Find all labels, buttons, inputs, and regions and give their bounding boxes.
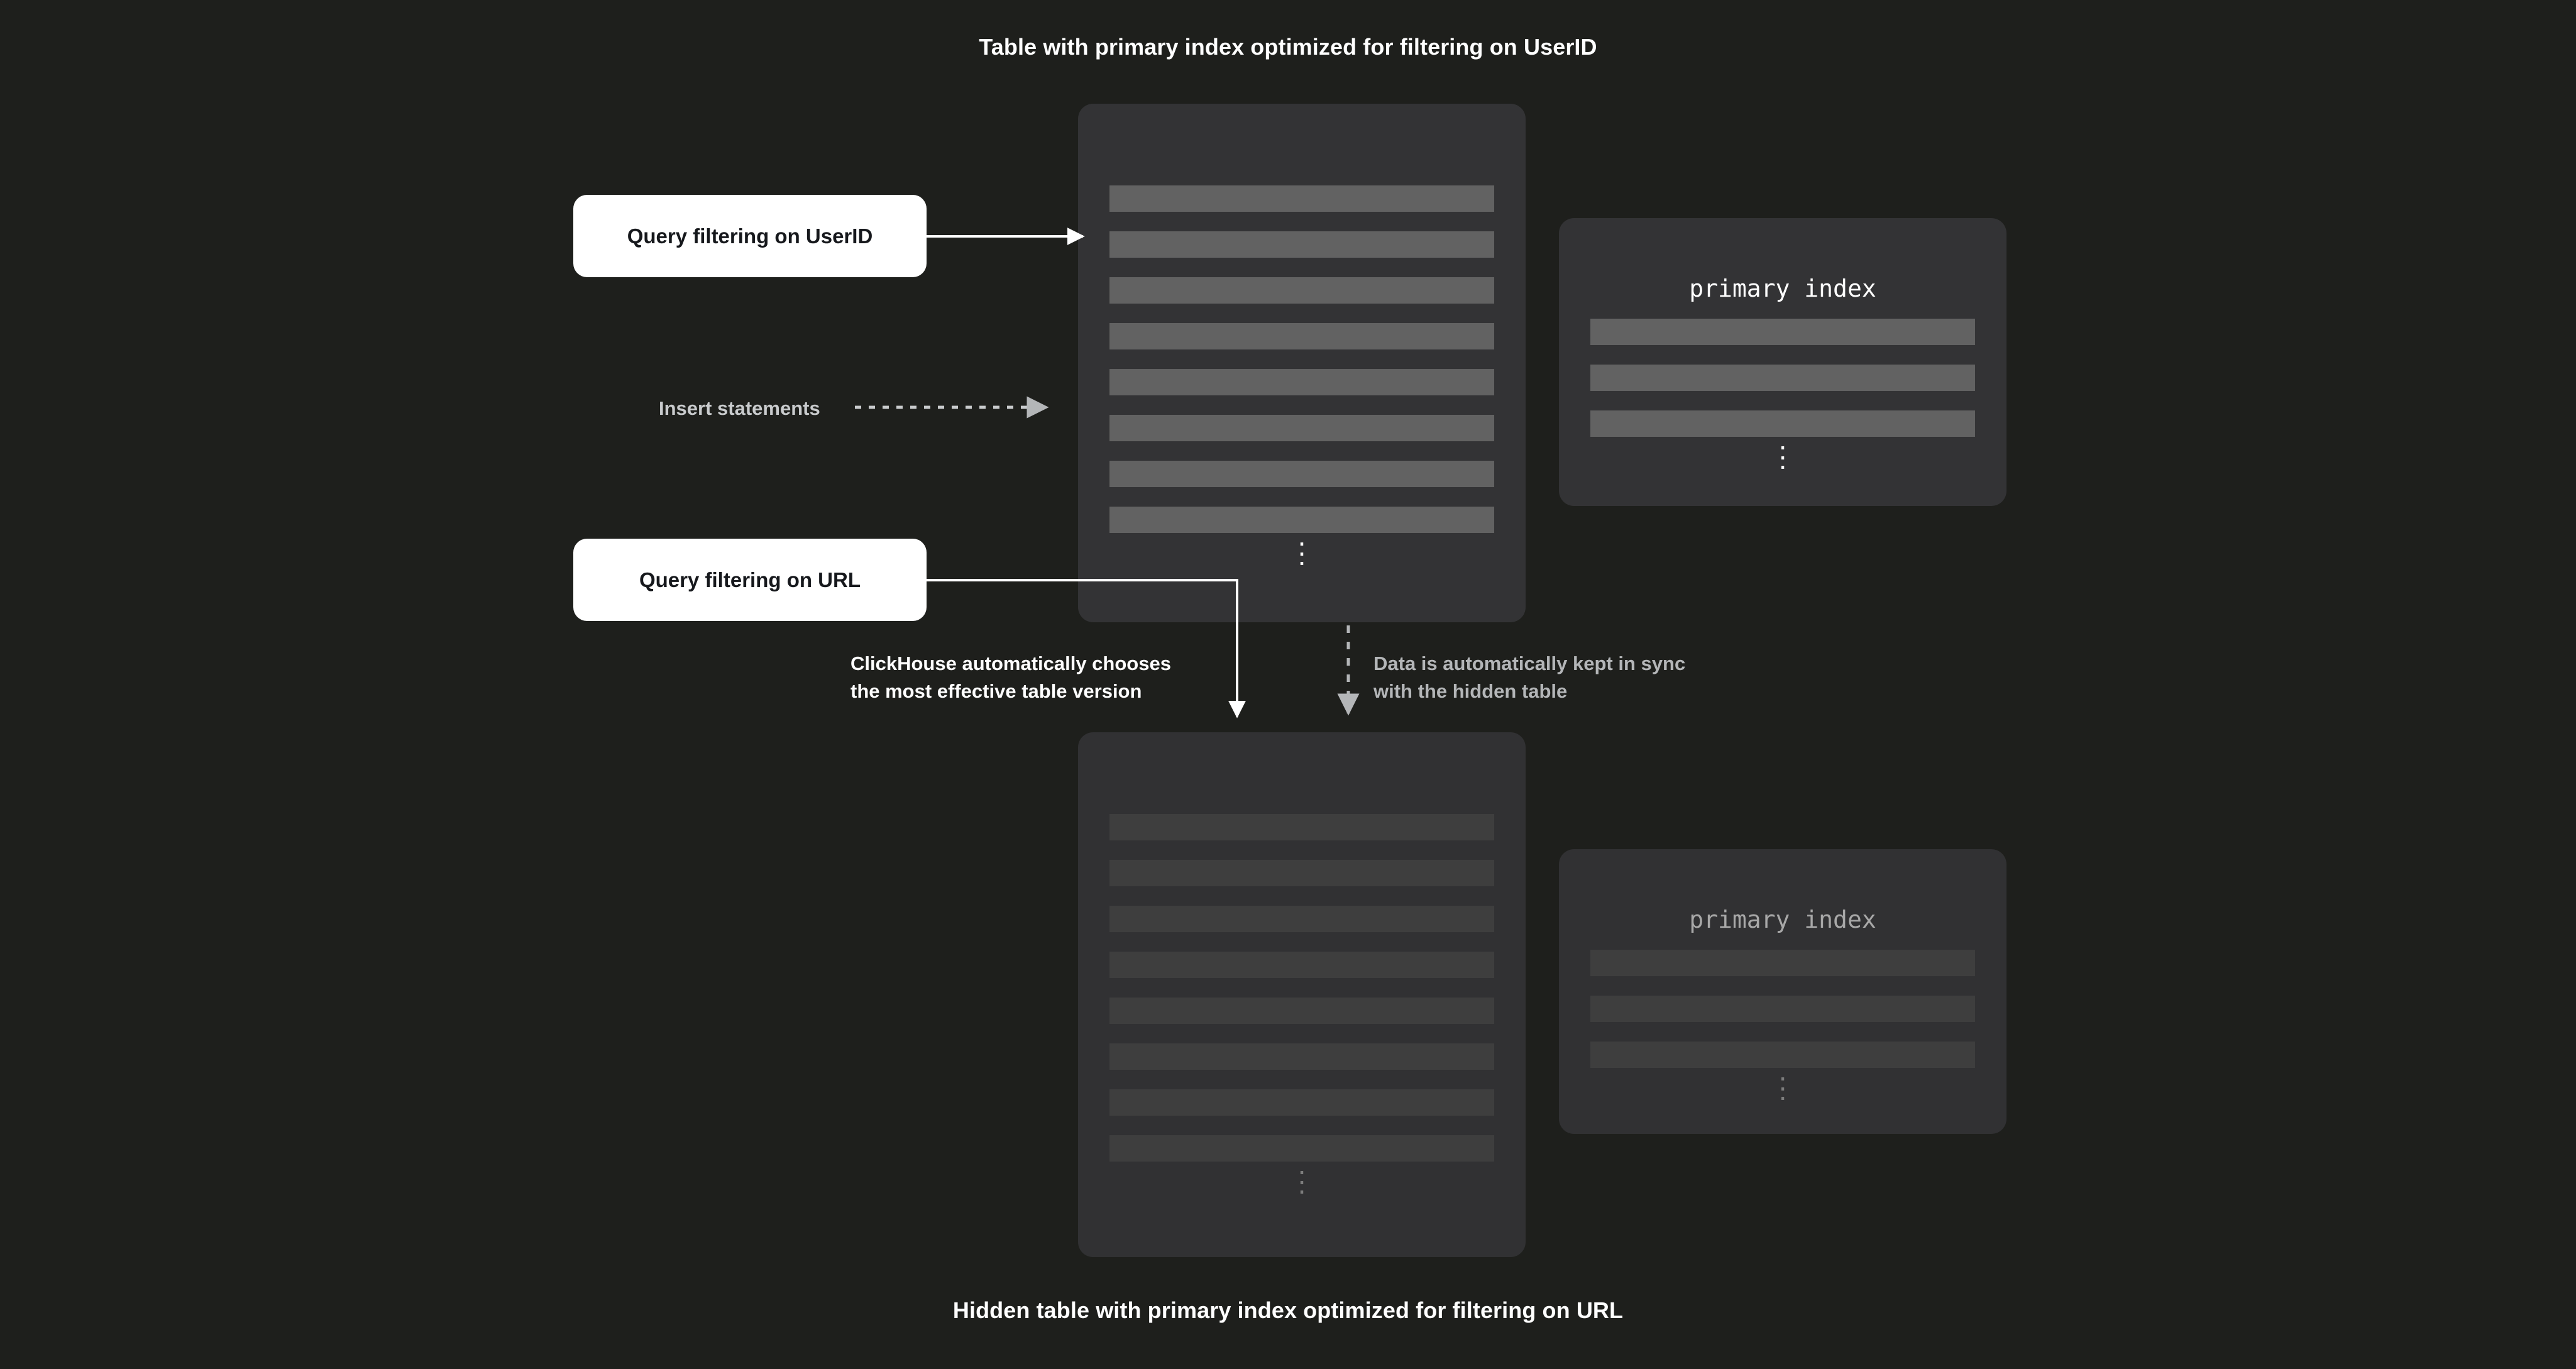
row-bar — [1109, 1043, 1494, 1070]
query-filtering-userid-callout[interactable]: Query filtering on UserID — [573, 195, 927, 277]
row-bar — [1590, 1042, 1975, 1068]
table-1-card: table 1 ··· — [1078, 104, 1526, 622]
row-bar — [1590, 950, 1975, 976]
bottom-caption: Hidden table with primary index optimize… — [952, 1297, 1624, 1323]
primary-index-bottom-title: primary index — [1689, 906, 1876, 933]
row-bar — [1109, 277, 1494, 304]
table-1-ellipsis-icon: ··· — [1297, 525, 1307, 578]
row-bar — [1109, 369, 1494, 395]
row-bar — [1109, 461, 1494, 487]
hidden-table-card: hidden table ··· — [1078, 732, 1526, 1257]
row-bar — [1109, 415, 1494, 441]
row-bar — [1590, 365, 1975, 391]
primary-index-top-title: primary index — [1689, 275, 1876, 302]
row-bar — [1109, 814, 1494, 840]
primary-index-bottom-card: primary index ··· — [1559, 849, 2006, 1134]
row-bar — [1590, 996, 1975, 1022]
primary-index-top-card: primary index ··· — [1559, 218, 2006, 506]
row-bar — [1109, 507, 1494, 533]
row-bar — [1109, 906, 1494, 932]
insert-statements-label: Insert statements — [659, 397, 820, 419]
data-sync-note: Data is automatically kept in sync with … — [1373, 652, 1686, 703]
row-bar — [1109, 952, 1494, 978]
primary-index-bottom-rows — [1590, 950, 1975, 1068]
primary-index-top-rows — [1590, 319, 1975, 437]
row-bar — [1109, 185, 1494, 212]
row-bar — [1109, 1135, 1494, 1162]
row-bar — [1109, 231, 1494, 258]
table-1-rows — [1109, 185, 1494, 533]
row-bar — [1590, 410, 1975, 437]
top-caption: Table with primary index optimized for f… — [979, 34, 1597, 60]
hidden-table-rows — [1109, 814, 1494, 1162]
row-bar — [1109, 860, 1494, 886]
primary-index-bottom-ellipsis-icon: ··· — [1778, 1060, 1788, 1113]
clickhouse-chooses-note: ClickHouse automatically chooses the mos… — [850, 652, 1171, 703]
hidden-table-ellipsis-icon: ··· — [1297, 1154, 1307, 1207]
row-bar — [1109, 323, 1494, 349]
row-bar — [1109, 1089, 1494, 1116]
query-filtering-url-callout[interactable]: Query filtering on URL — [573, 539, 927, 621]
primary-index-top-ellipsis-icon: ··· — [1778, 429, 1788, 482]
row-bar — [1109, 998, 1494, 1024]
row-bar — [1590, 319, 1975, 345]
